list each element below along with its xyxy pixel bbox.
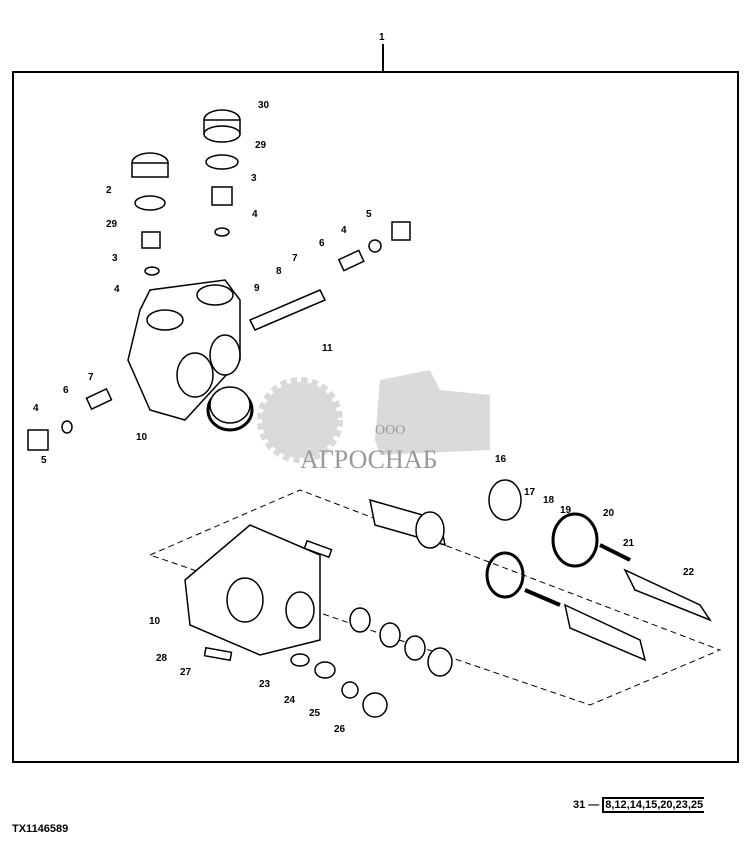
- kit-number: 31: [573, 799, 586, 811]
- callout-label: 7: [88, 372, 94, 383]
- callout-label: 11: [322, 343, 333, 354]
- callout-label: 24: [284, 695, 296, 706]
- callout-label: 28: [156, 653, 168, 664]
- callout-label: 30: [258, 100, 270, 111]
- callout-label: 4: [114, 284, 120, 295]
- kit-note: 31 — 8,12,14,15,20,23,25: [573, 797, 705, 813]
- callout-label: 10: [136, 432, 148, 443]
- callout-label: 8: [276, 266, 282, 277]
- callout-label: 9: [254, 283, 260, 294]
- callout-label: 5: [366, 209, 372, 220]
- watermark-prefix: ООО: [375, 423, 405, 438]
- callout-label: 22: [683, 567, 695, 578]
- assembly-label: 1: [379, 32, 385, 43]
- kit-connector: —: [588, 799, 600, 811]
- callout-label: 19: [560, 505, 572, 516]
- subassembly-dashed-outline: [148, 489, 722, 706]
- callout-label: 5: [41, 455, 47, 466]
- callout-label: 3: [112, 253, 118, 264]
- callout-label: 7: [292, 253, 298, 264]
- upper-parts: [27, 109, 411, 451]
- callout-label: 4: [33, 403, 39, 414]
- watermark-name: АГРОСНАБ: [300, 445, 438, 474]
- valve-body-lower: [184, 479, 712, 718]
- callout-label: 18: [543, 495, 555, 506]
- callout-label: 4: [341, 225, 347, 236]
- callout-label: 10: [149, 616, 161, 627]
- callout-label: 27: [180, 667, 192, 678]
- callout-label: 2: [106, 185, 112, 196]
- callout-label: 21: [623, 538, 635, 549]
- watermark-logo: ООО АГРОСНАБ: [257, 370, 490, 474]
- callout-label: 16: [495, 454, 507, 465]
- callout-label: 29: [255, 140, 267, 151]
- callout-label: 25: [309, 708, 321, 719]
- callout-label: 20: [603, 508, 615, 519]
- callout-label: 6: [319, 238, 325, 249]
- callout-label: 29: [106, 219, 118, 230]
- assembly-frame: [12, 71, 739, 763]
- figure-id: TX1146589: [12, 823, 69, 835]
- callout-label: 6: [63, 385, 69, 396]
- callout-label: 23: [259, 679, 271, 690]
- kit-items: 8,12,14,15,20,23,25: [602, 797, 705, 813]
- callout-label: 17: [524, 487, 536, 498]
- valve-body-upper: [127, 279, 254, 432]
- callout-label: 4: [252, 209, 258, 220]
- callout-label: 3: [251, 173, 257, 184]
- callout-label: 26: [334, 724, 346, 735]
